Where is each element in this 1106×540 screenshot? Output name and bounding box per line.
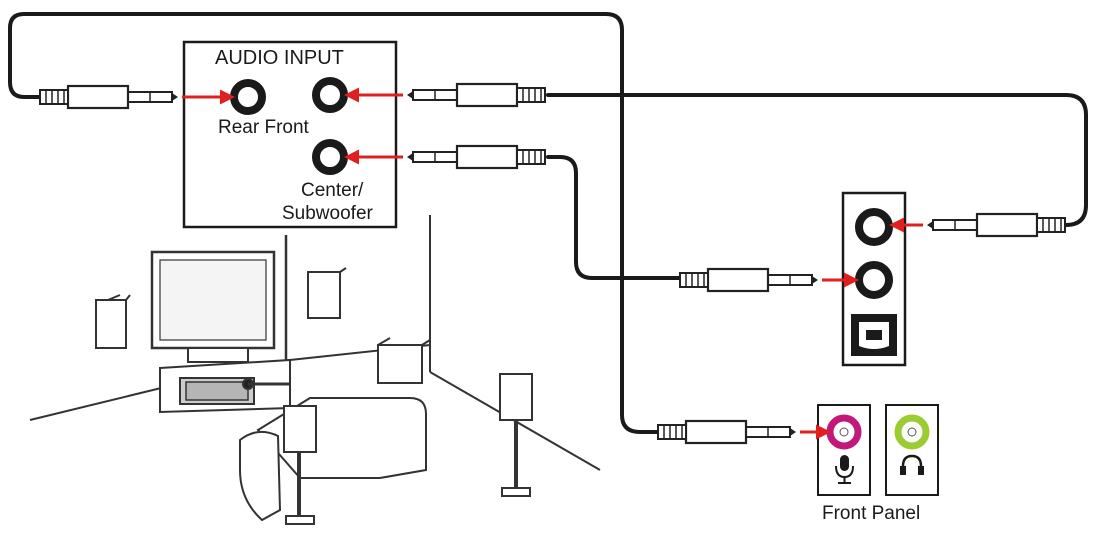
- subwoofer-icon: [377, 337, 431, 384]
- speaker-rear-left-icon: [283, 405, 317, 525]
- headphone-jack: [894, 414, 930, 450]
- cables: [8, 12, 1088, 434]
- speaker-rear-right-icon: [499, 373, 533, 497]
- panel-jack-upper: [855, 208, 893, 246]
- speaker-front-right-icon: [307, 267, 347, 319]
- jack-rear: [230, 79, 266, 115]
- plug-center: [405, 144, 547, 170]
- audio-input-title: AUDIO INPUT: [215, 47, 344, 69]
- speaker-front-left-icon: [95, 294, 131, 349]
- cable-center-to-panel: [546, 155, 688, 280]
- jack-center-subwoofer: [312, 139, 348, 175]
- plug-rear: [38, 84, 180, 110]
- center-label-line2: Subwoofer: [282, 203, 373, 224]
- optical-spdif-icon: [851, 314, 897, 356]
- plug-front: [405, 82, 547, 108]
- cable-rear-to-mic: [8, 12, 664, 434]
- sofa-icon: [239, 397, 427, 522]
- cable-front-to-panel: [546, 93, 1088, 227]
- front-panel-label: Front Panel: [822, 503, 921, 524]
- headphone-icon: [900, 454, 924, 475]
- microphone-icon: [835, 455, 854, 484]
- jack-labels: Rear Front: [218, 117, 309, 138]
- tv-icon: [150, 250, 276, 363]
- arrows: [182, 87, 923, 440]
- plug-panel-upper: [925, 212, 1067, 238]
- mic-jack: [826, 414, 862, 450]
- front-panel: [817, 404, 939, 496]
- plug-mic: [656, 419, 798, 445]
- panel-jack-lower: [855, 261, 893, 299]
- room-scene: [29, 215, 601, 525]
- jack-front: [312, 77, 348, 113]
- audio-input-box: [182, 40, 398, 229]
- center-label-line1: Center/: [301, 180, 364, 201]
- plug-panel-lower: [678, 267, 820, 293]
- tv-stand: [159, 358, 291, 414]
